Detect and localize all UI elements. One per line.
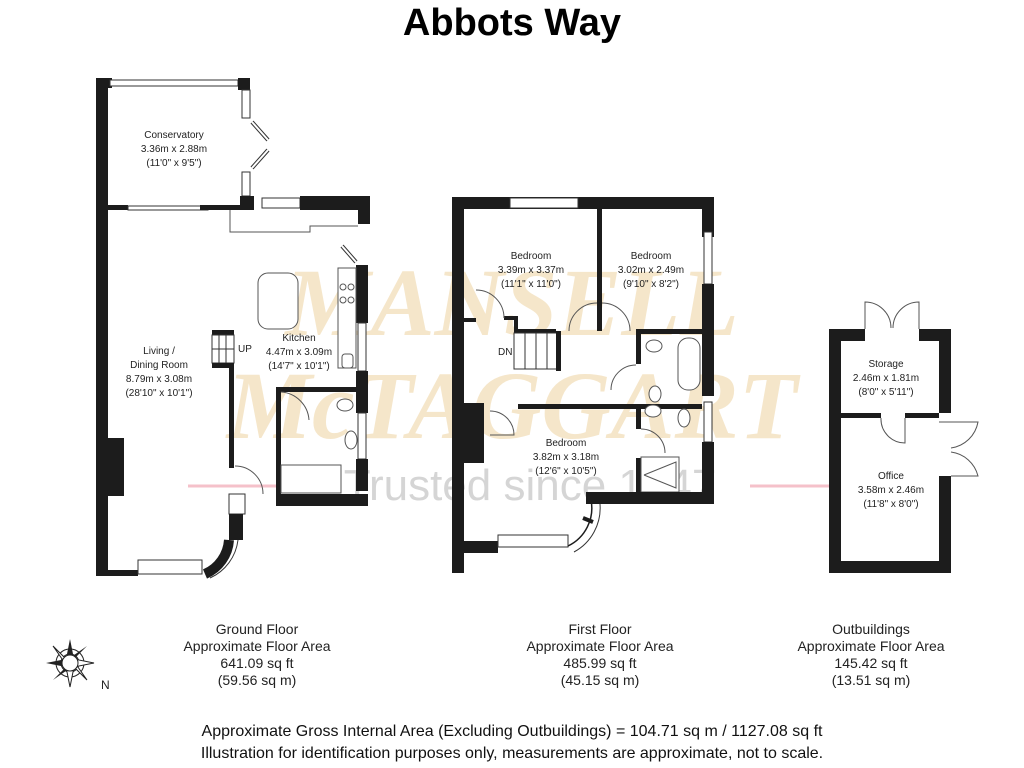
- area-sqft: 145.42 sq ft: [834, 655, 908, 671]
- first-floor-plan: [452, 197, 714, 573]
- room-name: Bedroom: [546, 438, 587, 449]
- room-metric: 3.82m x 3.18m: [533, 452, 599, 463]
- room-name: Living /: [143, 346, 175, 357]
- first-floor-labels: Bedroom 3.39m x 3.37m (11'1" x 11'0") Be…: [498, 251, 684, 477]
- area-sqm: (13.51 sq m): [831, 672, 911, 688]
- room-imperial: (9'10" x 8'2"): [623, 279, 679, 290]
- area-subheading: Approximate Floor Area: [183, 638, 331, 654]
- area-sqm: (59.56 sq m): [217, 672, 297, 688]
- stair-up-label: UP: [238, 344, 252, 355]
- room-imperial: (8'0" x 5'11"): [858, 387, 913, 398]
- area-subheading: Approximate Floor Area: [797, 638, 945, 654]
- first-floor-area: First Floor Approximate Floor Area 485.9…: [500, 621, 700, 689]
- area-heading: First Floor: [568, 621, 632, 637]
- room-imperial: (28'10" x 10'1"): [125, 388, 192, 399]
- compass-rose-icon: [46, 639, 95, 688]
- area-subheading: Approximate Floor Area: [526, 638, 674, 654]
- area-sqm: (45.15 sq m): [560, 672, 640, 688]
- room-imperial: (11'1" x 11'0"): [501, 279, 561, 290]
- ground-floor-area: Ground Floor Approximate Floor Area 641.…: [157, 621, 357, 689]
- gross-area-note: Approximate Gross Internal Area (Excludi…: [201, 723, 823, 740]
- room-metric: 3.36m x 2.88m: [141, 144, 207, 155]
- room-name: Office: [878, 471, 904, 482]
- outbuildings-labels: Storage 2.46m x 1.81m (8'0" x 5'11") Off…: [853, 359, 924, 510]
- room-name: Bedroom: [631, 251, 672, 262]
- room-name: Bedroom: [511, 251, 552, 262]
- room-name: Conservatory: [144, 130, 203, 141]
- room-imperial: (14'7" x 10'1"): [268, 361, 330, 372]
- compass-north-label: N: [101, 678, 110, 692]
- outbuildings-plan: [829, 301, 979, 573]
- room-name-line2: Dining Room: [130, 360, 188, 371]
- area-heading: Ground Floor: [215, 621, 299, 637]
- room-imperial: (11'0" x 9'5"): [146, 158, 201, 169]
- area-heading: Outbuildings: [832, 621, 910, 637]
- plan-title: Abbots Way: [402, 2, 622, 44]
- area-sqft: 641.09 sq ft: [220, 655, 294, 671]
- area-sqft: 485.99 sq ft: [563, 655, 637, 671]
- room-name: Storage: [868, 359, 903, 370]
- room-metric: 8.79m x 3.08m: [126, 374, 192, 385]
- ground-floor-plan: [96, 78, 370, 579]
- room-imperial: (11'8" x 8'0"): [863, 499, 918, 510]
- room-metric: 3.39m x 3.37m: [498, 265, 564, 276]
- room-metric: 2.46m x 1.81m: [853, 373, 919, 384]
- room-metric: 3.02m x 2.49m: [618, 265, 684, 276]
- stair-down-label: DN: [498, 347, 512, 358]
- disclaimer-note: Illustration for identification purposes…: [200, 745, 824, 762]
- room-metric: 3.58m x 2.46m: [858, 485, 924, 496]
- outbuildings-area: Outbuildings Approximate Floor Area 145.…: [771, 621, 971, 689]
- room-imperial: (12'6" x 10'5"): [535, 466, 597, 477]
- room-metric: 4.47m x 3.09m: [266, 347, 332, 358]
- room-name: Kitchen: [282, 333, 315, 344]
- ground-floor-labels: Conservatory 3.36m x 2.88m (11'0" x 9'5"…: [125, 130, 332, 399]
